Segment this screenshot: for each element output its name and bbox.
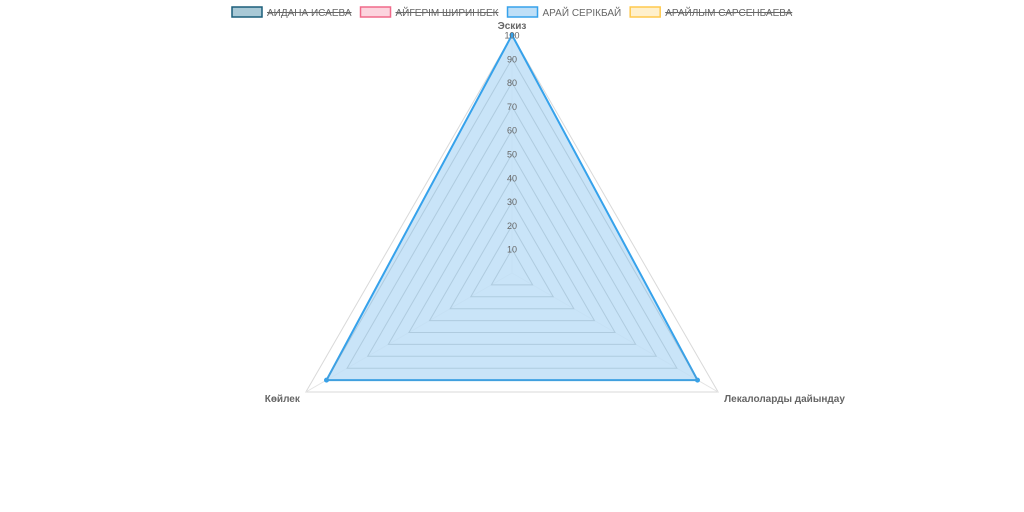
tick-labels: 10 20 30 40 50 60 70 80 90 100 — [504, 31, 519, 255]
tick-label: 100 — [504, 31, 519, 41]
tick-label: 10 — [507, 245, 517, 255]
series-point — [509, 32, 515, 38]
legend-swatch — [359, 6, 392, 18]
axis-label-0: Эскиз — [498, 21, 527, 32]
grid-ring-overlay — [387, 129, 637, 345]
legend-item-3[interactable]: АРАЙЛЫМ САРСЕНБАЕВА — [629, 6, 793, 19]
legend-label: АИДАНА ИСАЕВА — [267, 8, 352, 19]
series-area-2 — [325, 34, 699, 382]
tick-label: 30 — [507, 197, 517, 207]
grid-ring-overlay — [428, 176, 596, 322]
tick-label: 50 — [507, 150, 517, 160]
tick-label: 60 — [507, 126, 517, 136]
tick-label: 20 — [507, 221, 517, 231]
grid-ring-overlay — [469, 224, 555, 298]
tick-label: 90 — [507, 54, 517, 64]
legend: АИДАНА ИСАЕВА АЙГЕРІМ ШИРИНБЕК АРАЙ СЕРІКБ… — [231, 6, 793, 19]
tick-label: 70 — [507, 102, 517, 112]
grid-ring-overlay — [346, 81, 678, 369]
axis-label-1: Лекалоларды дайындау — [724, 394, 845, 405]
tick-label: 80 — [507, 78, 517, 88]
tick-label: 40 — [507, 173, 517, 183]
grid-ring-overlay — [325, 57, 699, 381]
grid-ring-overlay — [490, 248, 534, 286]
axis-label-2: Көйлек — [265, 394, 301, 405]
series-layer — [323, 32, 701, 383]
legend-swatch — [629, 6, 661, 18]
series-point — [323, 377, 329, 383]
legend-label: АРАЙ СЕРІКБАЙ — [543, 6, 622, 19]
legend-item-2[interactable]: АРАЙ СЕРІКБАЙ — [506, 6, 622, 19]
grid-ring-overlay — [408, 152, 616, 333]
series-point — [695, 377, 701, 383]
legend-item-1[interactable]: АЙГЕРІМ ШИРИНБЕК — [359, 6, 499, 19]
legend-swatch — [231, 6, 263, 18]
grid-ring-overlay — [366, 105, 658, 357]
grid-ring — [305, 34, 719, 393]
grid-ring-overlay — [449, 200, 575, 310]
legend-item-0[interactable]: АИДАНА ИСАЕВА — [231, 6, 352, 19]
legend-swatch — [506, 6, 539, 18]
